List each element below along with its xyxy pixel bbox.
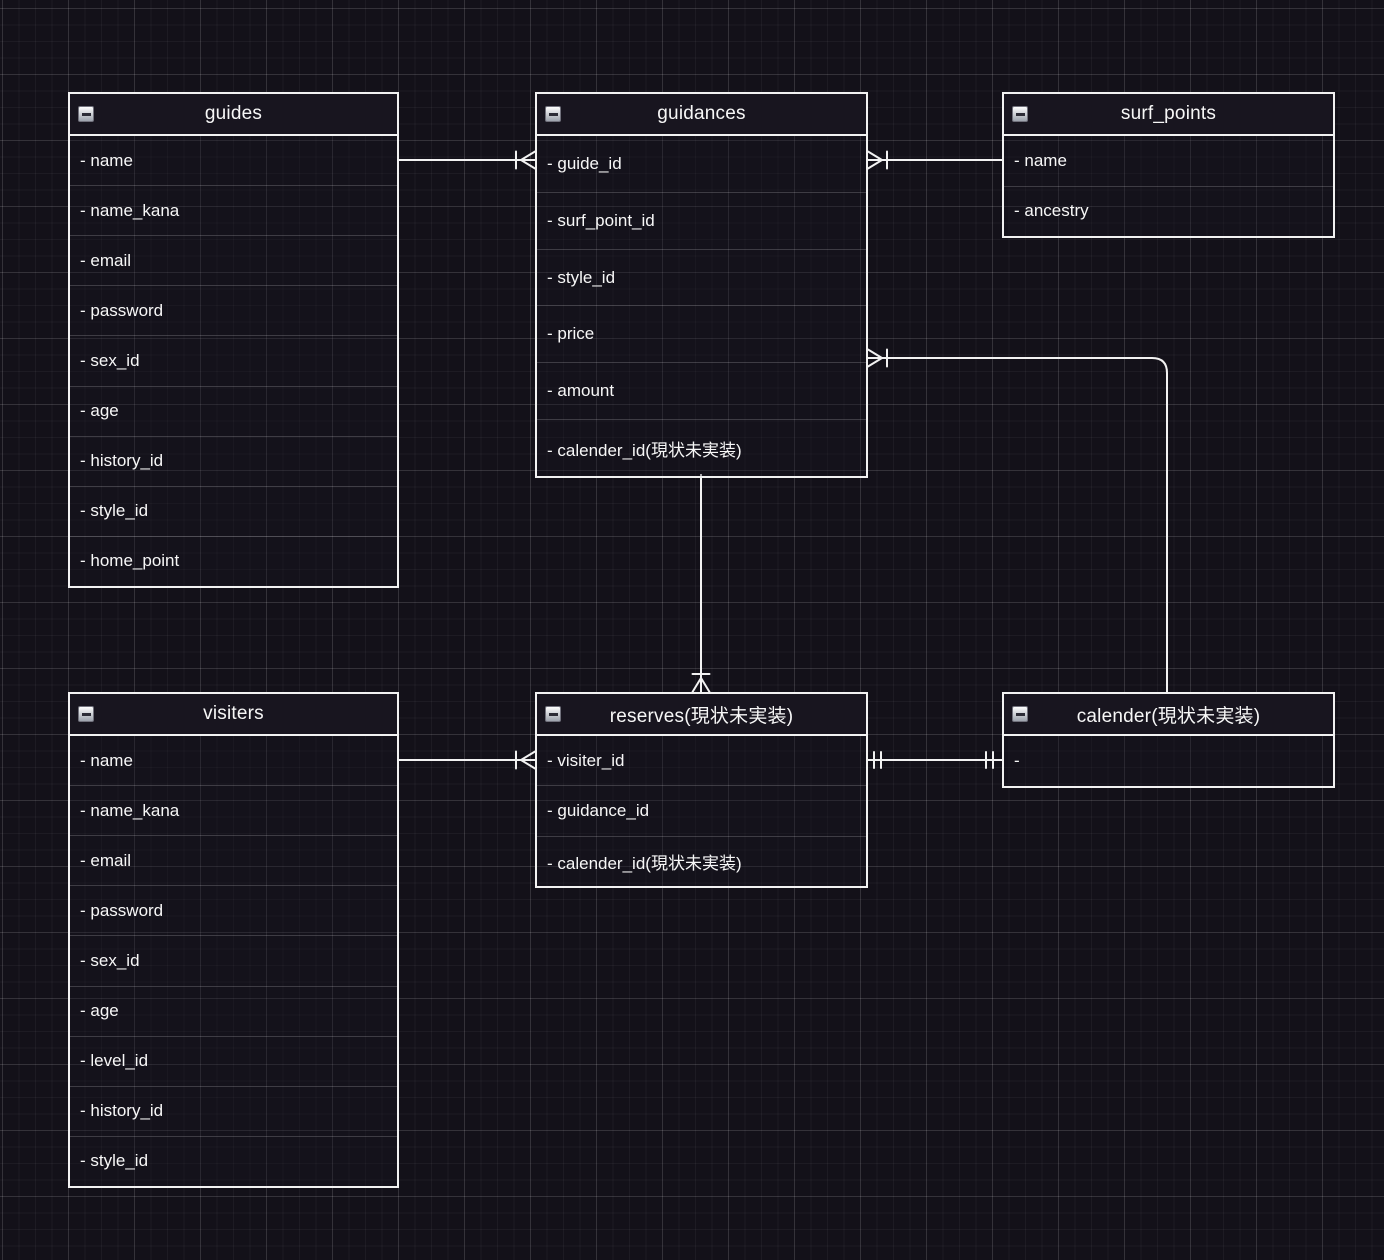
field-row[interactable]: - calender_id(現状未実装): [547, 853, 742, 873]
entity-calender-header[interactable]: calender(現状未実装): [1004, 694, 1333, 736]
field-row[interactable]: - visiter_id: [537, 736, 866, 787]
field-row[interactable]: - age: [70, 387, 397, 437]
field-row[interactable]: - sex_id: [70, 936, 397, 987]
edge-guidances-surf-points[interactable]: [867, 150, 1002, 170]
entity-title: reserves(現状未実装): [609, 705, 794, 727]
edge-reserves-calender[interactable]: [868, 751, 1002, 769]
minus-glyph: [81, 712, 91, 716]
field-row[interactable]: - password: [70, 286, 397, 337]
field-row[interactable]: - style_id: [70, 487, 397, 537]
minus-glyph: [1015, 712, 1025, 716]
entity-title: surf_points: [1120, 103, 1217, 124]
entity-guidances-header[interactable]: guidances: [537, 94, 866, 136]
field-row[interactable]: - calender_id(現状未実装): [547, 440, 742, 460]
field-row[interactable]: - amount: [537, 363, 866, 421]
field-row[interactable]: - email: [70, 836, 397, 887]
field-row[interactable]: -: [1014, 751, 1020, 770]
entity-reserves-header[interactable]: reserves(現状未実装): [537, 694, 866, 736]
entity-title: calender(現状未実装): [1076, 705, 1261, 727]
field-row[interactable]: - password: [70, 886, 397, 937]
field-row[interactable]: - surf_point_id: [537, 193, 866, 250]
field-row[interactable]: - name_kana: [70, 786, 397, 837]
field-row[interactable]: - guidance_id: [537, 786, 866, 837]
collapse-icon[interactable]: [78, 706, 94, 722]
entity-title: visiters: [203, 703, 264, 724]
edge-guidances-reserves[interactable]: [691, 474, 711, 693]
field-row[interactable]: - style_id: [80, 1151, 149, 1171]
entity-guidances[interactable]: guidances - guide_id - surf_point_id - s…: [535, 92, 868, 478]
entity-title: guides: [204, 103, 263, 124]
field-row[interactable]: - history_id: [70, 1087, 397, 1137]
field-row[interactable]: - history_id: [70, 437, 397, 487]
collapse-icon[interactable]: [545, 106, 561, 122]
field-row[interactable]: - style_id: [537, 250, 866, 307]
entity-guides[interactable]: guides - name - name_kana - email - pass…: [68, 92, 399, 588]
collapse-icon[interactable]: [1012, 106, 1028, 122]
entity-surf-points-header[interactable]: surf_points: [1004, 94, 1333, 136]
entity-visiters[interactable]: visiters - name - name_kana - email - pa…: [68, 692, 399, 1188]
entity-visiters-header[interactable]: visiters: [70, 694, 397, 736]
field-row[interactable]: - price: [537, 306, 866, 364]
field-row[interactable]: - guide_id: [537, 136, 866, 193]
entity-surf-points[interactable]: surf_points - name - ancestry: [1002, 92, 1335, 238]
field-row[interactable]: - name_kana: [70, 186, 397, 237]
minus-glyph: [1015, 112, 1025, 116]
entity-calender[interactable]: calender(現状未実装) -: [1002, 692, 1335, 788]
edge-guides-guidances[interactable]: [399, 150, 536, 170]
field-row[interactable]: - name: [1004, 136, 1333, 187]
field-row[interactable]: - home_point: [80, 551, 180, 571]
minus-glyph: [548, 112, 558, 116]
field-row[interactable]: - age: [70, 987, 397, 1037]
entity-reserves[interactable]: reserves(現状未実装) - visiter_id - guidance_…: [535, 692, 868, 888]
entity-guides-header[interactable]: guides: [70, 94, 397, 136]
field-row[interactable]: - sex_id: [70, 336, 397, 387]
field-row[interactable]: - name: [70, 136, 397, 187]
collapse-icon[interactable]: [78, 106, 94, 122]
edge-guidances-calender[interactable]: [867, 348, 1168, 693]
field-row[interactable]: - name: [70, 736, 397, 787]
field-row[interactable]: - level_id: [70, 1037, 397, 1087]
minus-glyph: [81, 112, 91, 116]
minus-glyph: [548, 712, 558, 716]
collapse-icon[interactable]: [1012, 706, 1028, 722]
edge-visiters-reserves[interactable]: [399, 750, 536, 770]
field-row[interactable]: - email: [70, 236, 397, 287]
field-row[interactable]: - ancestry: [1014, 201, 1089, 221]
entity-title: guidances: [657, 103, 746, 124]
collapse-icon[interactable]: [545, 706, 561, 722]
